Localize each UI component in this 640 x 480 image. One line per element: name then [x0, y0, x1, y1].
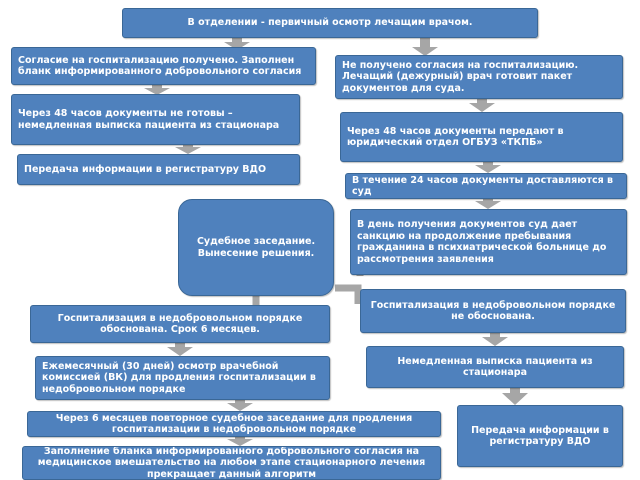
node-docs-not-ready: Через 48 часов документы не готовы – нем…: [11, 94, 300, 145]
node-repeat-hearing: Через 6 месяцев повторное судебное засед…: [27, 411, 441, 437]
block-arrows: [144, 38, 528, 446]
arrow-top-to-right1: [412, 38, 438, 56]
node-initial-exam: В отделении - первичный осмотр лечащим в…: [122, 8, 538, 38]
node-hosp-not-justified: Госпитализация в недобровольном порядке …: [360, 289, 626, 333]
arrow-hospno-to-discharge: [482, 333, 508, 346]
node-transfer-info-left: Передача информации в регистратуру ВДО: [17, 154, 300, 185]
arrow-left1-to-left2: [144, 85, 170, 95]
node-hosp-justified: Госпитализация в недобровольном порядке …: [30, 305, 330, 343]
node-consent-not-received: Не получено согласия на госпитализацию. …: [335, 55, 623, 99]
node-docs-to-court: В течение 24 часов документы доставляютс…: [345, 173, 627, 199]
arrow-repeat-to-consent: [227, 437, 253, 446]
arrow-hospyes-to-monthly: [167, 343, 193, 356]
connector-court-to-hospno: [335, 284, 362, 304]
arrow-left2-to-left3: [175, 145, 201, 154]
node-monthly-commission: Ежемесячный (30 дней) осмотр врачебной к…: [35, 356, 330, 400]
node-court-sanction: В день получения документов суд дает сан…: [350, 209, 627, 275]
arrow-right3-to-right4: [475, 199, 501, 209]
node-immediate-discharge: Немедленная выписка пациента из стациона…: [366, 346, 624, 388]
arrow-top-to-left1: [224, 38, 250, 50]
node-consent-stops-algorithm: Заполнение бланка информированного добро…: [22, 446, 441, 480]
arrow-monthly-to-repeat: [227, 400, 253, 411]
arrow-discharge-to-transfer: [502, 388, 528, 405]
node-court-hearing: Судебное заседание. Вынесение решения.: [178, 199, 334, 296]
node-consent-received: Согласие на госпитализацию получено. Зап…: [11, 47, 316, 85]
node-transfer-info-right: Передача информации в регистратуру ВДО: [457, 405, 623, 467]
arrow-right1-to-right2: [469, 99, 495, 112]
node-docs-to-legal: Через 48 часов документы передают в юрид…: [340, 112, 623, 162]
arrow-right2-to-right3: [475, 162, 501, 173]
